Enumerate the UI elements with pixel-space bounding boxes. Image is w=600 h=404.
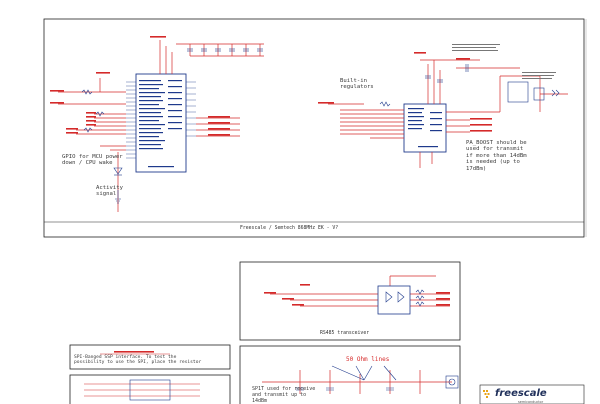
logo-mark-icon xyxy=(483,390,490,398)
rs485-chip xyxy=(377,285,411,315)
logo-name: freescale xyxy=(495,388,547,399)
pa-boost-note: PA_BOOST should be used for transmit if … xyxy=(466,140,527,172)
ohm-lines-note: 50 Ohm lines xyxy=(346,356,390,363)
activity-note: Activity signal xyxy=(96,185,123,198)
regulators-note: Built-in regulators xyxy=(340,78,374,91)
rf-switch-frame xyxy=(239,345,461,404)
spi-note: SPI-Banged SSP interface. To test the po… xyxy=(74,355,202,366)
gpio-note: GPIO for MCU power down / CPU wake xyxy=(62,154,123,167)
sheet-title: Freescale / Semtech 868MHz EK - V? xyxy=(240,226,339,231)
rs485-frame xyxy=(239,261,461,341)
spi-frame xyxy=(69,344,231,370)
small-frame-left xyxy=(69,374,231,404)
rx-tx-note: SP1T used for receive and transmit up to… xyxy=(252,386,316,404)
title-block xyxy=(479,384,585,404)
logo-tagline: semiconductor xyxy=(518,400,544,404)
sheet-frame-top xyxy=(43,18,585,238)
transceiver-caption: RS485 transceiver xyxy=(320,331,370,336)
freescale-logo: freescale xyxy=(483,388,547,399)
